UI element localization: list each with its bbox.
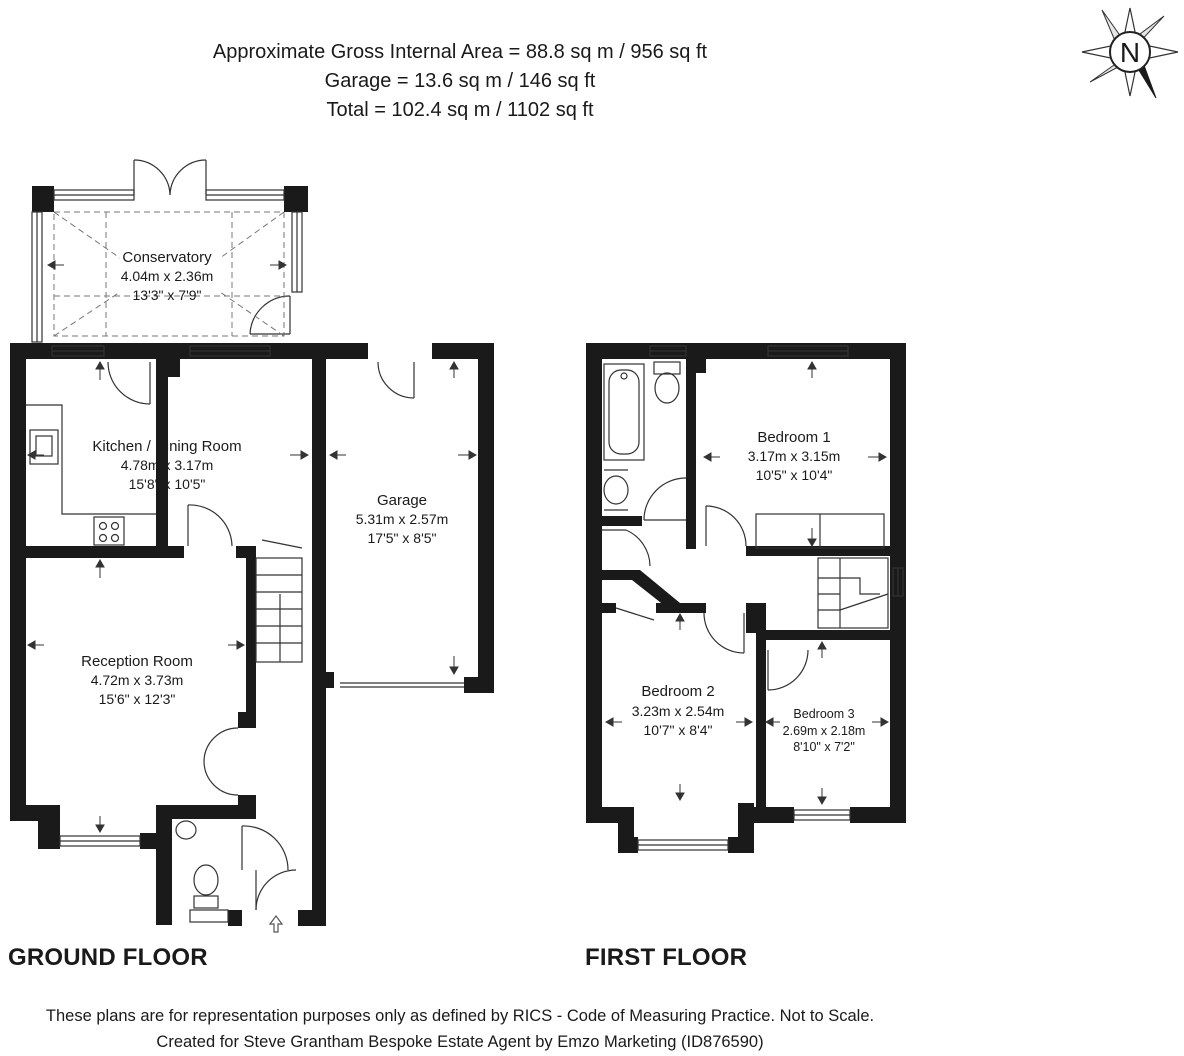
- ground-floor-plan: Conservatory 4.04m x 2.36m 13'3" x 7'9" …: [10, 159, 494, 933]
- kitchen-imperial: 15'8" x 10'5": [129, 476, 206, 492]
- disclaimer-text: These plans are for representation purpo…: [45, 1007, 875, 1025]
- garage-area-text: Garage = 13.6 sq m / 146 sq ft: [324, 70, 596, 92]
- total-area-text: Total = 102.4 sq m / 1102 sq ft: [326, 99, 594, 121]
- kitchen-name: Kitchen / Dining Room: [92, 438, 241, 455]
- reception-name: Reception Room: [81, 653, 193, 670]
- first-floor-label: FIRST FLOOR: [585, 944, 748, 971]
- bedroom-1-imperial: 10'5" x 10'4": [756, 467, 833, 483]
- bedroom-2-name: Bedroom 2: [641, 683, 714, 700]
- compass-north-label: N: [1120, 37, 1140, 68]
- bedroom-2-metric: 3.23m x 2.54m: [632, 703, 725, 719]
- conservatory-name: Conservatory: [122, 249, 212, 266]
- garage-imperial: 17'5" x 8'5": [368, 530, 437, 546]
- bedroom-3-metric: 2.69m x 2.18m: [783, 724, 866, 738]
- bedroom-1-name: Bedroom 1: [757, 429, 830, 446]
- area-summary: Approximate Gross Internal Area = 88.8 s…: [160, 38, 760, 125]
- gross-area-text: Approximate Gross Internal Area = 88.8 s…: [212, 41, 708, 63]
- bedroom-1-metric: 3.17m x 3.15m: [748, 448, 841, 464]
- reception-imperial: 15'6" x 12'3": [99, 691, 176, 707]
- reception-metric: 4.72m x 3.73m: [91, 672, 184, 688]
- garage-metric: 5.31m x 2.57m: [356, 511, 449, 527]
- bedroom-2-imperial: 10'7" x 8'4": [644, 722, 713, 738]
- footer: These plans are for representation purpo…: [0, 1003, 920, 1055]
- bedroom-3-imperial: 8'10" x 7'2": [793, 740, 855, 754]
- ground-floor-label: GROUND FLOOR: [8, 944, 208, 971]
- conservatory-metric: 4.04m x 2.36m: [121, 268, 214, 284]
- conservatory-imperial: 13'3" x 7'9": [133, 287, 202, 303]
- bedroom-3-name: Bedroom 3: [793, 707, 854, 721]
- garage-name: Garage: [377, 492, 427, 509]
- kitchen-metric: 4.78m x 3.17m: [121, 457, 214, 473]
- credit-text: Created for Steve Grantham Bespoke Estat…: [156, 1033, 764, 1051]
- first-floor-plan: Bedroom 1 3.17m x 3.15m 10'5" x 10'4" Be…: [586, 343, 906, 853]
- compass-icon: N: [1081, 7, 1179, 99]
